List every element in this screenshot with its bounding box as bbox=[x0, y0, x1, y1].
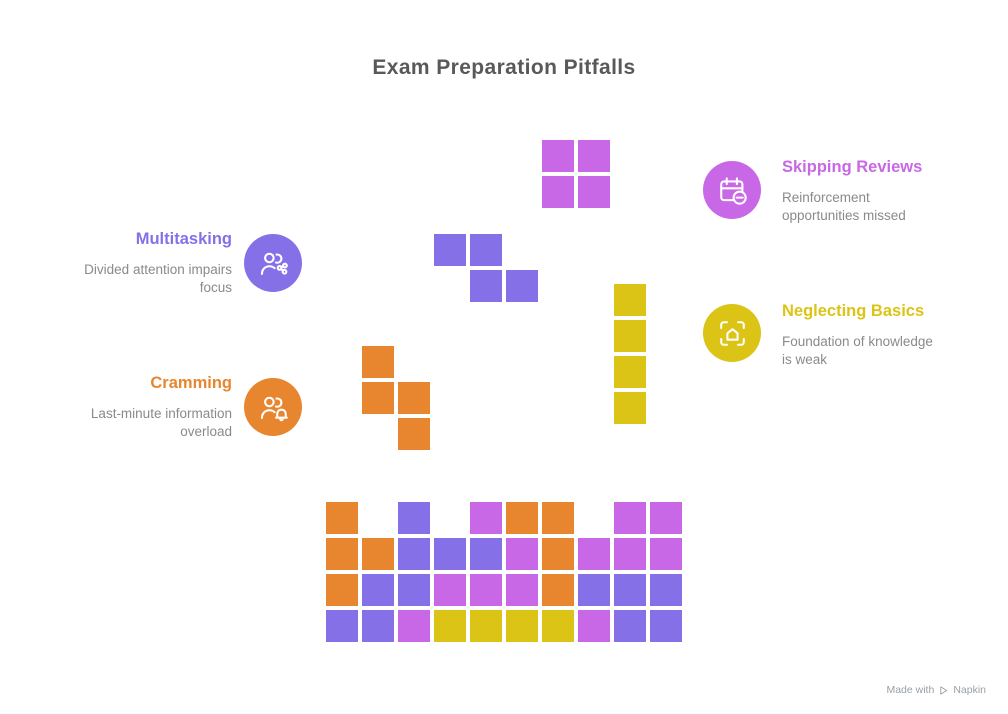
skipping-reviews-badge bbox=[703, 161, 761, 219]
i-piece-yellow-cell bbox=[612, 282, 648, 318]
stack-cell bbox=[504, 608, 540, 644]
stack-cell bbox=[360, 572, 396, 608]
stack-cell bbox=[540, 500, 576, 536]
multitasking-description: Divided attention impairs focus bbox=[84, 262, 232, 295]
stack-cell bbox=[576, 572, 612, 608]
item-neglecting-basics: Neglecting Basics Foundation of knowledg… bbox=[782, 302, 940, 369]
neglecting-basics-heading: Neglecting Basics bbox=[782, 302, 925, 320]
stack-cell bbox=[612, 536, 648, 572]
stack-cell bbox=[396, 536, 432, 572]
stack-cell bbox=[432, 608, 468, 644]
cramming-heading: Cramming bbox=[150, 374, 232, 392]
item-multitasking: Multitasking Divided attention impairs f… bbox=[54, 230, 232, 297]
stack-cell bbox=[576, 608, 612, 644]
stack-cell bbox=[468, 500, 504, 536]
stack-cell bbox=[432, 572, 468, 608]
stack-cell bbox=[504, 536, 540, 572]
stack-cell bbox=[324, 536, 360, 572]
napkin-brand: Napkin bbox=[953, 684, 986, 696]
calendar-minus-icon bbox=[719, 176, 747, 205]
multitasking-heading: Multitasking bbox=[135, 230, 232, 248]
stack-cell bbox=[396, 500, 432, 536]
multitasking-badge bbox=[244, 234, 302, 292]
stack-cell bbox=[396, 608, 432, 644]
stack-cell bbox=[648, 500, 684, 536]
stack-cell bbox=[468, 536, 504, 572]
stack-cell bbox=[612, 500, 648, 536]
s-piece-orange-cell bbox=[396, 416, 432, 452]
stack-cell bbox=[540, 572, 576, 608]
stack-cell bbox=[540, 608, 576, 644]
stack-cell bbox=[648, 536, 684, 572]
stack-cell bbox=[360, 536, 396, 572]
people-bell-icon bbox=[260, 396, 288, 421]
o-piece-magenta-cell bbox=[540, 138, 576, 174]
people-network-icon bbox=[260, 252, 288, 275]
cramming-description: Last-minute information overload bbox=[90, 406, 232, 439]
s-piece-purple-cell bbox=[468, 268, 504, 304]
o-piece-magenta-cell bbox=[540, 174, 576, 210]
s-piece-orange-cell bbox=[360, 344, 396, 380]
skipping-reviews-description: Reinforcement opportunities missed bbox=[782, 190, 906, 223]
stack-cell bbox=[360, 608, 396, 644]
stack-cell bbox=[396, 572, 432, 608]
item-cramming: Cramming Last-minute information overloa… bbox=[54, 374, 232, 441]
stack-cell bbox=[324, 608, 360, 644]
stack-cell bbox=[612, 608, 648, 644]
i-piece-yellow-cell bbox=[612, 390, 648, 426]
stack-cell bbox=[576, 536, 612, 572]
home-scan-icon bbox=[719, 320, 745, 346]
s-piece-purple-cell bbox=[432, 232, 468, 268]
stack-cell bbox=[324, 500, 360, 536]
s-piece-orange-cell bbox=[360, 380, 396, 416]
page-title: Exam Preparation Pitfalls bbox=[372, 56, 636, 79]
o-piece-magenta-cell bbox=[576, 138, 612, 174]
neglecting-basics-description: Foundation of knowledge is weak bbox=[782, 334, 933, 367]
cramming-badge bbox=[244, 378, 302, 436]
stack-cell bbox=[432, 536, 468, 572]
stack-cell bbox=[324, 572, 360, 608]
i-piece-yellow-cell bbox=[612, 354, 648, 390]
stack-cell bbox=[468, 572, 504, 608]
s-piece-purple-cell bbox=[468, 232, 504, 268]
s-piece-orange-cell bbox=[396, 380, 432, 416]
o-piece-magenta-cell bbox=[576, 174, 612, 210]
stack-cell bbox=[504, 500, 540, 536]
stack-cell bbox=[540, 536, 576, 572]
stack-cell bbox=[612, 572, 648, 608]
i-piece-yellow-cell bbox=[612, 318, 648, 354]
stack-cell bbox=[504, 572, 540, 608]
stack-cell bbox=[648, 572, 684, 608]
napkin-logo-icon bbox=[940, 685, 948, 695]
stack-cell bbox=[648, 608, 684, 644]
stack-cell bbox=[468, 608, 504, 644]
s-piece-purple-cell bbox=[504, 268, 540, 304]
made-with-text: Made with bbox=[886, 684, 935, 696]
made-with-napkin[interactable]: Made with Napkin bbox=[886, 684, 986, 696]
neglecting-basics-badge bbox=[703, 304, 761, 362]
skipping-reviews-heading: Skipping Reviews bbox=[782, 158, 923, 176]
item-skipping-reviews: Skipping Reviews Reinforcement opportuni… bbox=[782, 158, 942, 225]
